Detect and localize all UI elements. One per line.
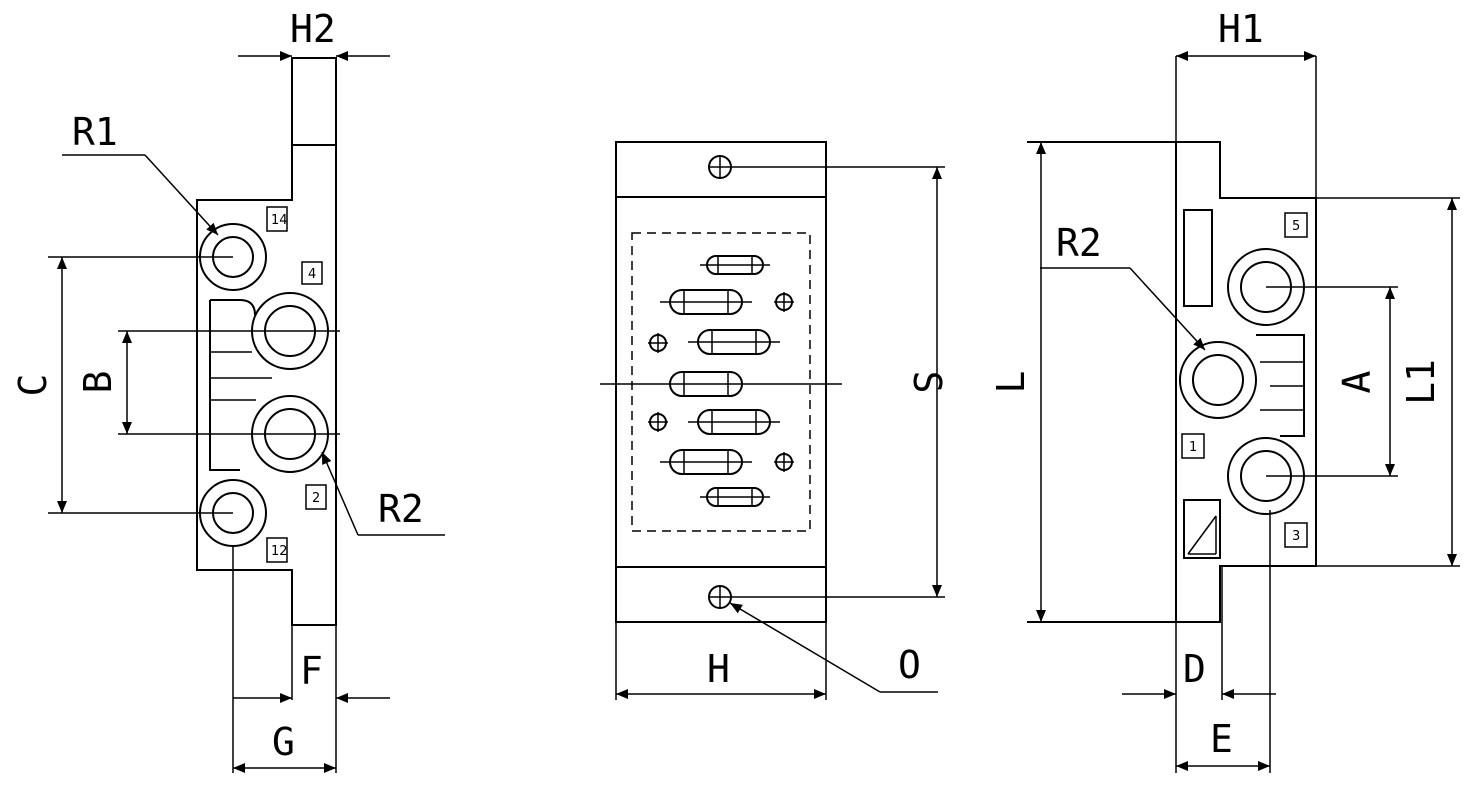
port-number-1: 1 (1189, 440, 1197, 455)
port-number-4: 4 (308, 267, 316, 282)
label-F: F (300, 649, 323, 693)
label-R2-right: R2 (1056, 221, 1102, 265)
label-H1: H1 (1218, 7, 1264, 51)
label-D: D (1183, 647, 1206, 691)
label-B: B (76, 371, 120, 394)
label-G: G (272, 720, 295, 764)
right-side-view: 5 1 3 H1 L R2 A L1 D E (989, 7, 1460, 773)
label-L: L (989, 371, 1033, 394)
middle-top-view: S H O (600, 141, 949, 700)
port-number-5: 5 (1292, 219, 1300, 234)
label-E: E (1210, 717, 1233, 761)
label-C: C (11, 374, 55, 397)
label-H: H (707, 647, 730, 691)
label-R2-left: R2 (378, 487, 424, 531)
port-number-14: 14 (271, 213, 288, 228)
label-A: A (1335, 370, 1379, 393)
label-H2: H2 (290, 7, 336, 51)
label-O: O (898, 643, 921, 687)
port-number-12: 12 (271, 544, 288, 559)
port-number-3: 3 (1292, 529, 1300, 544)
left-side-view: 14 4 2 12 H2 R1 C B R2 F (11, 7, 445, 773)
label-R1: R1 (72, 110, 118, 154)
port-number-2: 2 (312, 491, 320, 506)
label-L1: L1 (1399, 359, 1443, 405)
label-S: S (905, 371, 949, 394)
